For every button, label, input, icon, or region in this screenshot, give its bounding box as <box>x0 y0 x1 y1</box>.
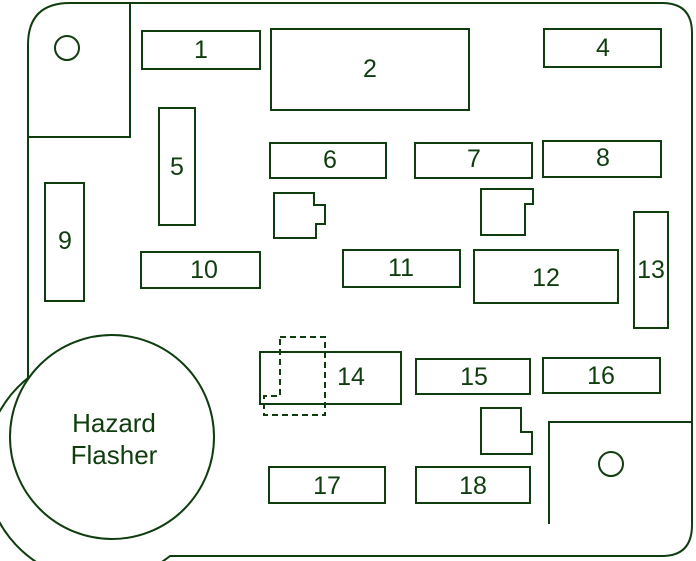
relay-outline-dashed <box>263 336 326 416</box>
connector-notch-bottom <box>480 407 533 455</box>
fuse-2 <box>270 28 470 111</box>
mounting-hole-bottom-right <box>598 451 624 477</box>
fuse-17 <box>268 466 386 504</box>
fuse-6-label: 6 <box>323 146 337 174</box>
fuse-17-label: 17 <box>313 472 341 500</box>
fuse-12 <box>473 249 619 304</box>
connector-notch-right <box>480 188 534 236</box>
fuse-5 <box>158 107 196 226</box>
fuse-15 <box>415 358 531 395</box>
fuse-5-label: 5 <box>170 153 184 181</box>
hazard-flasher-label-line1: Hazard <box>72 408 156 438</box>
fuse-4-label: 4 <box>596 34 610 62</box>
fuse-8-label: 8 <box>596 144 610 172</box>
fuse-11-label: 11 <box>388 254 414 282</box>
fuse-13 <box>633 211 669 329</box>
fuse-4 <box>543 28 662 68</box>
fuse-9 <box>44 182 85 302</box>
hazard-flasher-label-line2: Flasher <box>71 440 158 470</box>
fuse-7 <box>414 142 533 179</box>
fuse-16-label: 16 <box>587 362 615 390</box>
corner-block-bottom-right <box>548 421 692 524</box>
fuse-10-label: 10 <box>190 256 218 284</box>
fuse-18 <box>415 466 531 504</box>
fuse-13-label: 13 <box>637 256 665 284</box>
fuse-14-label: 14 <box>337 363 365 391</box>
fuse-2-label: 2 <box>363 55 377 83</box>
fuse-6 <box>269 142 387 179</box>
fuse-8 <box>542 140 662 178</box>
fuse-12-label: 12 <box>532 264 560 292</box>
fuse-10 <box>140 251 261 289</box>
fuse-7-label: 7 <box>467 145 481 173</box>
fuse-1 <box>141 30 261 70</box>
connector-notch-left <box>273 192 326 239</box>
fuse-1-label: 1 <box>194 36 208 64</box>
mounting-hole-top-left <box>54 35 80 61</box>
fuse-16 <box>542 357 661 394</box>
fuse-18-label: 18 <box>459 472 487 500</box>
fuse-14 <box>259 351 402 405</box>
hazard-flasher <box>9 334 215 540</box>
corner-block-top-left <box>28 3 131 138</box>
fuse-9-label: 9 <box>58 227 72 255</box>
fuse-15-label: 15 <box>460 363 488 391</box>
fuse-11 <box>342 249 461 288</box>
